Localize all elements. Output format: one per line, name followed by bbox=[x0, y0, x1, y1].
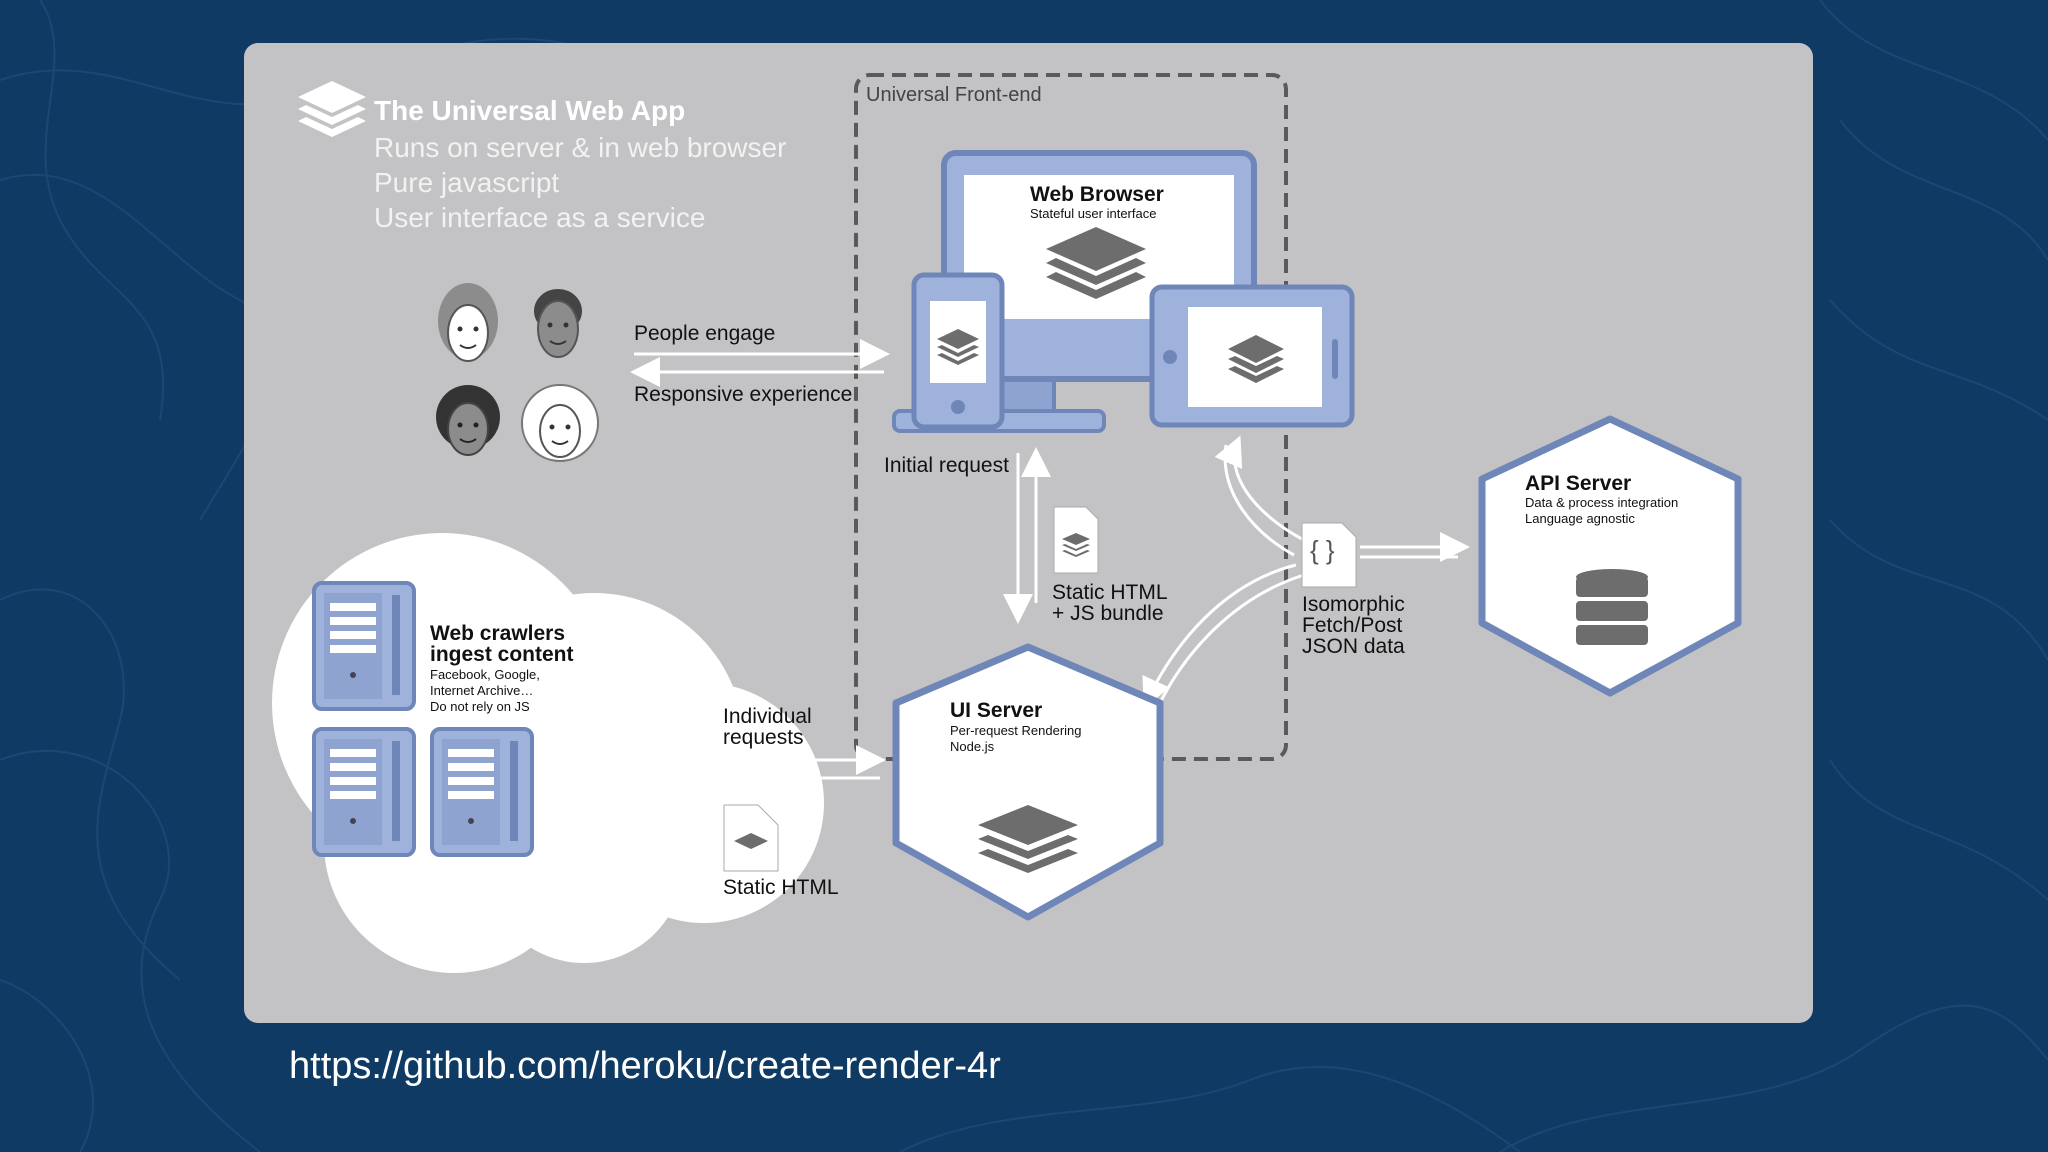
web-browser-subtitle: Stateful user interface bbox=[1030, 206, 1157, 221]
people-icon-group bbox=[436, 283, 599, 462]
json-glyph: { } bbox=[1310, 535, 1335, 565]
api-server-line2: Language agnostic bbox=[1525, 511, 1635, 526]
ui-server-title: UI Server bbox=[950, 699, 1043, 722]
responsive-experience-label: Responsive experience bbox=[634, 383, 853, 406]
footer-url: https://github.com/heroku/create-render-… bbox=[289, 1045, 1001, 1087]
panel-subtitle-3: User interface as a service bbox=[374, 202, 706, 233]
json-to-browser-arrow bbox=[1214, 435, 1303, 541]
json-to-ui-server-arrow bbox=[1142, 563, 1297, 709]
crawlers-line1: Facebook, Google, bbox=[430, 667, 540, 682]
individual-requests-label-1: Individual bbox=[723, 705, 812, 728]
crawlers-title-1: Web crawlers bbox=[430, 622, 566, 645]
api-server-line1: Data & process integration bbox=[1525, 495, 1679, 510]
ui-server-line1: Per-request Rendering bbox=[950, 723, 1082, 738]
crawlers-line3: Do not rely on JS bbox=[430, 699, 530, 714]
web-browser-title: Web Browser bbox=[1030, 183, 1164, 206]
static-html-label: Static HTML bbox=[723, 876, 839, 899]
ui-server-hexagon bbox=[892, 643, 1164, 921]
api-server-hexagon bbox=[1478, 415, 1742, 697]
person-icon-3 bbox=[436, 385, 500, 456]
diagram-panel: The Universal Web App Runs on server & i… bbox=[244, 43, 1813, 1023]
person-icon-1 bbox=[438, 283, 498, 362]
html-js-document-icon bbox=[1053, 506, 1099, 574]
panel-subtitle-1: Runs on server & in web browser bbox=[374, 132, 787, 163]
static-html-document-icon bbox=[723, 804, 779, 872]
initial-request-label: Initial request bbox=[884, 454, 1009, 477]
panel-subtitle-2: Pure javascript bbox=[374, 167, 560, 198]
individual-requests-label-2: requests bbox=[723, 726, 804, 749]
isomorphic-label-1: Isomorphic bbox=[1302, 593, 1405, 616]
static-html-js-label-2: + JS bundle bbox=[1052, 602, 1164, 625]
people-engage-label: People engage bbox=[634, 322, 776, 345]
person-icon-2 bbox=[534, 289, 582, 358]
isomorphic-label-2: Fetch/Post bbox=[1302, 614, 1403, 637]
layers-logo-icon bbox=[298, 81, 366, 137]
panel-title: The Universal Web App bbox=[374, 95, 686, 126]
json-document-icon bbox=[1301, 522, 1357, 588]
api-server-title: API Server bbox=[1525, 472, 1632, 495]
crawlers-line2: Internet Archive… bbox=[430, 683, 534, 698]
ui-server-line2: Node.js bbox=[950, 739, 995, 754]
crawler-server-icons bbox=[312, 581, 534, 857]
web-browser-devices-icon bbox=[892, 150, 1355, 433]
database-icon bbox=[1576, 569, 1648, 645]
frontend-label: Universal Front-end bbox=[866, 84, 1042, 106]
person-icon-4 bbox=[521, 384, 599, 462]
isomorphic-label-3: JSON data bbox=[1302, 635, 1405, 658]
static-html-js-label-1: Static HTML bbox=[1052, 581, 1168, 604]
crawlers-title-2: ingest content bbox=[430, 643, 574, 666]
